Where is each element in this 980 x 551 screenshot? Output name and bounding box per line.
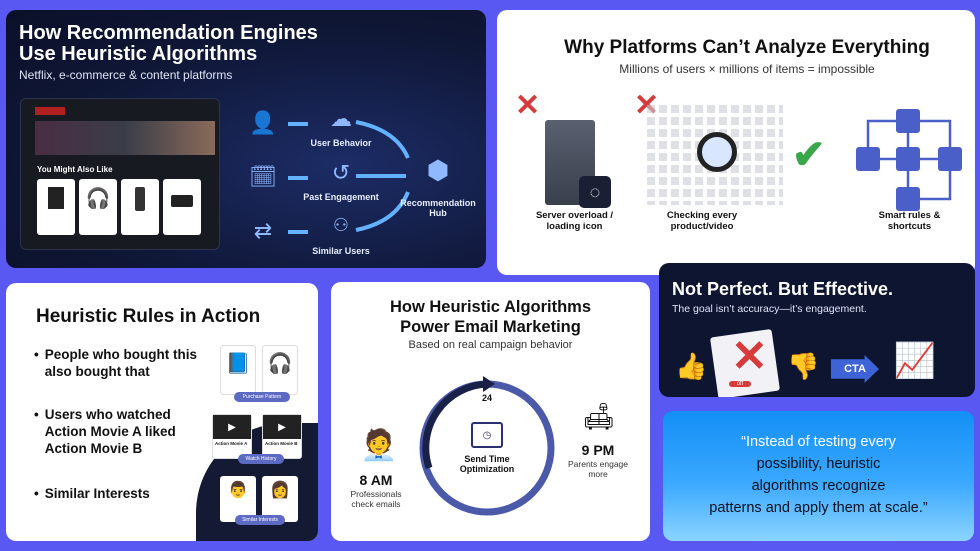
- quote-panel: “Instead of testing every possibility, h…: [663, 411, 974, 541]
- item-label: Smart rules & shortcuts: [878, 210, 941, 232]
- professional-icon: 🧑‍💼: [360, 428, 398, 462]
- clock-dial: [419, 376, 555, 516]
- headphones-card: 🎧: [262, 345, 298, 395]
- product-card-device[interactable]: [163, 179, 201, 235]
- check-icon: ✔: [792, 133, 826, 177]
- tag-pill: Watch History: [238, 454, 284, 464]
- thumbs-up-icon: 👍: [675, 351, 708, 381]
- panel-subtitle: The goal isn’t accuracy—it’s engagement.: [672, 303, 867, 315]
- panel-title: Why Platforms Can’t Analyze Everything: [564, 37, 930, 58]
- effective-panel: Not Perfect. But Effective. The goal isn…: [659, 263, 975, 397]
- smart-rules-flow: [856, 109, 962, 211]
- profile-card: 👨: [220, 476, 256, 522]
- item-label: Server overload / loading icon: [535, 210, 614, 232]
- rules-panel: Heuristic Rules in Action •People who bo…: [6, 283, 318, 541]
- banner-image: [35, 121, 215, 155]
- platforms-panel: Why Platforms Can’t Analyze Everything M…: [497, 10, 975, 275]
- profile-card: 👩: [262, 476, 298, 522]
- mockup-heading: You Might Also Like: [37, 165, 113, 174]
- tag-pill: Purchase Pattern: [234, 392, 290, 402]
- panel-subtitle: Millions of users × millions of items = …: [619, 62, 875, 76]
- user-swap-icon: ⇄: [253, 218, 273, 243]
- left-desc: Professionals check emails: [350, 489, 402, 509]
- user-search-icon: 👤: [249, 110, 277, 135]
- flow-label: Similar Users: [312, 246, 370, 256]
- hub-label: Recommendation Hub: [400, 198, 476, 218]
- item-label: Checking every product/video: [666, 210, 738, 232]
- tag-pill: Similar Interests: [235, 515, 285, 525]
- off-tag: off: [729, 381, 751, 387]
- cta-arrow: CTA: [831, 355, 879, 383]
- right-desc: Parents engage more: [567, 459, 629, 479]
- cloud-database-icon: ☁: [330, 106, 352, 131]
- thumbs-down-icon: 👎: [787, 351, 820, 381]
- hub-icon: ⬢: [426, 154, 450, 185]
- flow-label: Past Engagement: [303, 192, 379, 202]
- rule-item: •Similar Interests: [34, 486, 150, 501]
- panel-subtitle: Netflix, e-commerce & content platforms: [19, 68, 233, 82]
- cross-icon: ✕: [731, 332, 768, 381]
- panel-title: How Recommendation Engines Use Heuristic…: [19, 22, 318, 65]
- growth-users-icon: 📈: [893, 342, 937, 380]
- cross-icon: ✕: [515, 89, 541, 122]
- flow-label: User Behavior: [310, 138, 372, 148]
- streaming-mockup: You Might Also Like 🎧: [20, 98, 220, 250]
- movie-card: ▶Action Movie A: [212, 414, 252, 459]
- panel-title: Heuristic Rules in Action: [36, 306, 261, 327]
- logo-bar: [35, 107, 65, 115]
- quote-text: “Instead of testing every possibility, h…: [709, 434, 928, 516]
- movie-card: ▶Action Movie B: [262, 414, 302, 459]
- loading-icon: ◌: [579, 176, 611, 208]
- product-card-book[interactable]: [37, 179, 75, 235]
- parents-couch-icon: 🛋: [582, 400, 616, 431]
- rules-list: •People who bought this also bought that…: [34, 346, 212, 502]
- flow-arrows: [288, 120, 410, 234]
- book-card: 📘: [220, 345, 256, 395]
- clock-label: 24: [481, 393, 492, 403]
- rule-item: •People who bought this also bought that: [34, 347, 197, 379]
- group-icon: ⚇: [332, 214, 350, 235]
- panel-subtitle: Based on real campaign behavior: [408, 339, 573, 351]
- right-time: 9 PM: [581, 442, 615, 458]
- history-icon: ↺: [331, 160, 351, 185]
- calendar-clock-icon: ◷: [471, 422, 503, 448]
- product-card-headphones[interactable]: 🎧: [79, 179, 117, 235]
- rule-item: •Users who watched Action Movie A liked …: [34, 407, 176, 456]
- magnifier-icon: [697, 132, 737, 172]
- recommendation-panel: How Recommendation Engines Use Heuristic…: [6, 10, 486, 268]
- calendar-clock-icon: 🗓: [249, 164, 277, 189]
- panel-title: Not Perfect. But Effective.: [672, 279, 894, 299]
- left-time: 8 AM: [359, 472, 393, 488]
- product-card-speaker[interactable]: [121, 179, 159, 235]
- center-label: Send Time Optimization: [459, 454, 515, 474]
